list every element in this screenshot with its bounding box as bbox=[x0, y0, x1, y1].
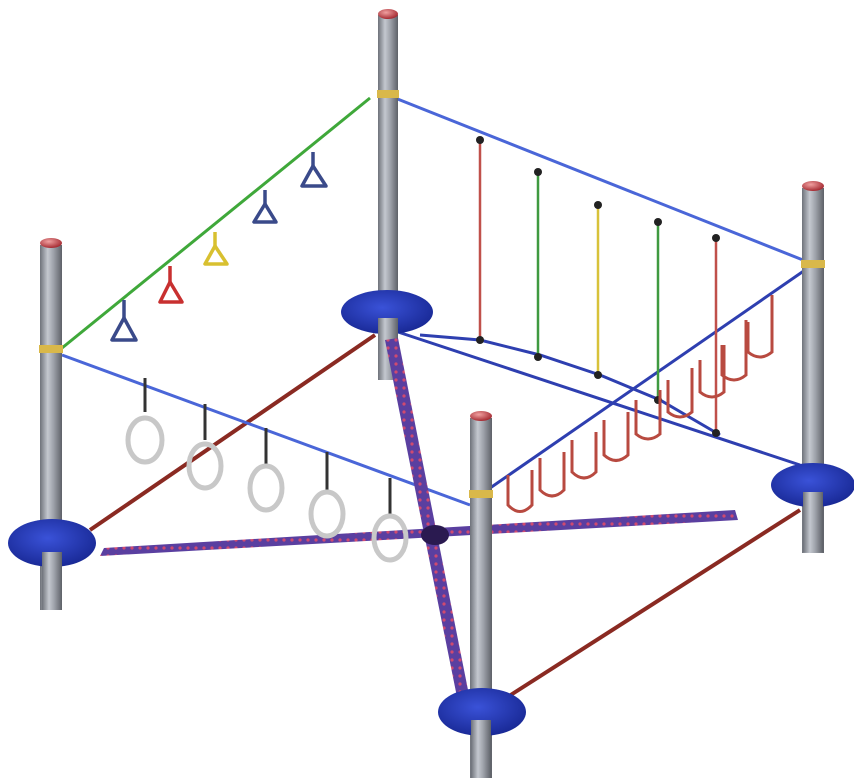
rope-loop-icon bbox=[602, 412, 630, 462]
rope-loop-icon bbox=[720, 320, 748, 382]
gymnastic-ring-icon bbox=[247, 428, 285, 513]
gymnastic-ring-icon bbox=[371, 478, 409, 563]
braces bbox=[88, 333, 802, 707]
triangle-handle-icon bbox=[252, 190, 278, 224]
post-back bbox=[341, 9, 433, 380]
base-plate bbox=[438, 688, 526, 736]
rope-loop-icon bbox=[570, 432, 598, 480]
triangle-handles bbox=[110, 152, 328, 342]
rope-loop-icon bbox=[698, 345, 726, 399]
brace-front-to-right bbox=[493, 508, 802, 707]
rope-loops bbox=[506, 295, 774, 513]
cable-blue-top-back bbox=[394, 96, 809, 264]
post-front bbox=[438, 411, 526, 778]
rope-loop-icon bbox=[538, 452, 566, 498]
brace-left-to-back bbox=[88, 333, 377, 532]
cargo-net bbox=[100, 338, 738, 702]
base-plate bbox=[8, 519, 96, 567]
rope-loop-icon bbox=[666, 368, 694, 419]
gym-rings bbox=[125, 378, 409, 563]
gymnastic-ring-icon bbox=[125, 378, 165, 465]
post-left bbox=[8, 238, 96, 610]
triangle-handle-icon bbox=[203, 232, 229, 266]
rope-loop-icon bbox=[746, 295, 774, 359]
post-right bbox=[771, 181, 854, 553]
rope-loop-icon bbox=[634, 390, 662, 441]
base-plate bbox=[771, 463, 854, 507]
gymnastic-ring-icon bbox=[186, 404, 224, 491]
cable-green-top bbox=[61, 96, 371, 350]
triangle-handle-icon bbox=[300, 152, 328, 188]
triangle-handle-icon bbox=[110, 300, 138, 342]
gymnastic-ring-icon bbox=[308, 452, 346, 539]
cable-blue-top-right bbox=[479, 266, 809, 497]
base-plate bbox=[341, 290, 433, 334]
rope-loop-icon bbox=[506, 470, 534, 513]
cable-blue-lower-back bbox=[391, 328, 801, 467]
ladder-bottom-cable bbox=[419, 333, 721, 437]
rope-ladder bbox=[476, 136, 720, 437]
triangle-handle-icon bbox=[158, 266, 184, 304]
